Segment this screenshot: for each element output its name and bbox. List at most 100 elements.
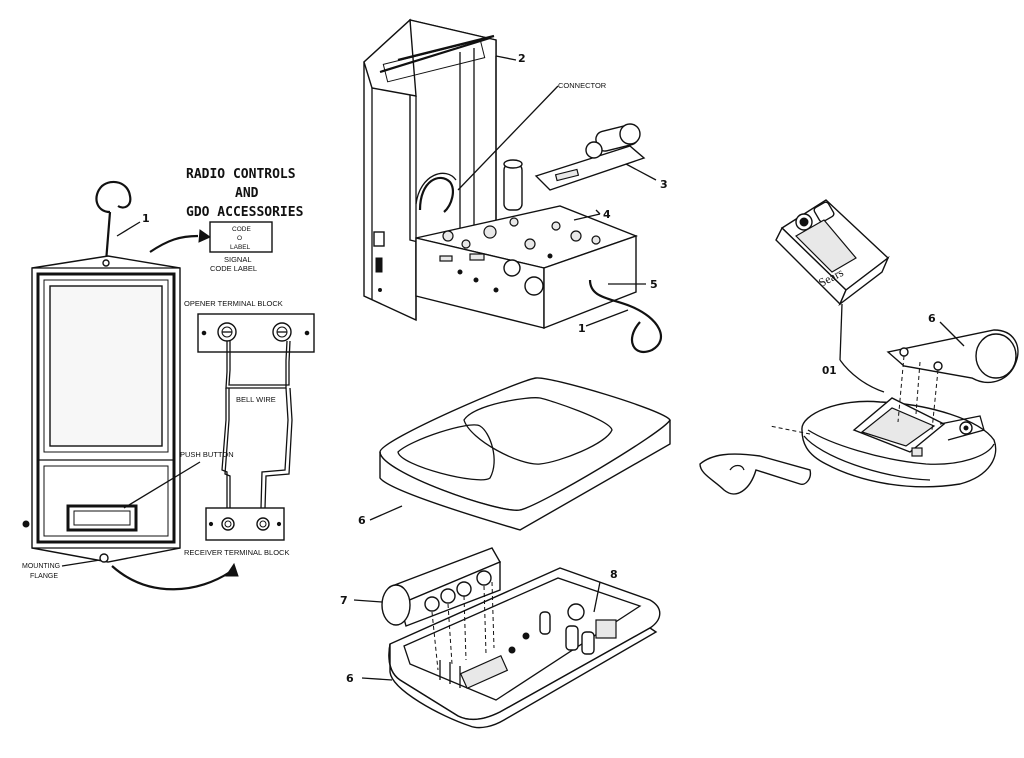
button-icon[interactable]: [476, 570, 492, 586]
rivet-icon: [304, 330, 310, 336]
callout-4: 4: [603, 208, 611, 221]
case-lip: [379, 36, 491, 74]
base-components: [439, 603, 617, 690]
component-icon: [469, 253, 485, 261]
callout-7: 7: [340, 594, 348, 607]
push-button-label: PUSH BUTTON: [180, 450, 234, 459]
callout-4-leader-2: [573, 213, 601, 221]
component-icon: [547, 253, 553, 259]
case-slot: [382, 39, 486, 83]
remote-transmitter: 6: [699, 312, 1019, 495]
switch-bank: [459, 654, 509, 690]
callout-8-leader: [593, 581, 601, 613]
opener-block-body: [197, 313, 315, 353]
button-icon[interactable]: [424, 596, 440, 612]
flange-arrow: [111, 565, 231, 591]
rivet-icon: [378, 288, 382, 292]
component-icon: [483, 225, 497, 239]
callout-01-leader-2: [839, 359, 885, 393]
component-icon: [457, 269, 463, 275]
component-icon: [439, 255, 453, 262]
callout-6-right: 6: [928, 312, 936, 325]
callout-1-center-leader: [585, 309, 629, 327]
callout-6-right-leader: [939, 321, 965, 347]
callout-1-center: 1: [578, 322, 586, 335]
callout-8: 8: [610, 568, 618, 581]
housing-outer-frame: [36, 272, 176, 544]
housing-lower-panel: [43, 465, 169, 537]
base-inner: [403, 577, 642, 701]
rivet-icon: [201, 330, 207, 336]
component-icon: [524, 238, 536, 250]
battery-assembly: Sears 01: [775, 199, 890, 393]
transmitter-lid: 6: [358, 377, 671, 531]
push-button[interactable]: [66, 504, 138, 532]
top-screw-icon: [102, 259, 110, 267]
component-icon: [595, 619, 617, 639]
callout-01: 01: [822, 365, 837, 377]
battery-door: [699, 453, 812, 495]
battery-label-band: [795, 219, 857, 273]
opener-terminal-label: OPENER TERMINAL BLOCK: [184, 299, 283, 308]
callout-6-bottom-leader: [361, 677, 393, 681]
bell-wire-lower-4: [224, 388, 231, 508]
battery-side: [838, 255, 890, 307]
component-icon: [503, 259, 521, 277]
title-line-2: AND: [235, 186, 259, 201]
push-button-leader: [123, 461, 201, 509]
housing-window: [49, 285, 163, 447]
clip-guides: [897, 355, 939, 431]
flange-arrow-head-icon: [225, 562, 239, 577]
circuit-components: [439, 217, 601, 296]
terminal-screw-icon: [256, 517, 270, 531]
component-icon: [570, 230, 582, 242]
terminal-screw-inner-icon: [259, 520, 267, 528]
code-label-top: CODE: [232, 226, 251, 233]
component-icon: [493, 287, 499, 293]
code-label-group: CODE O LABEL SIGNAL CODE LABEL: [209, 221, 273, 273]
bell-wire: BELL WIRE: [221, 340, 293, 509]
remote-lower-seam: [803, 435, 931, 481]
remote-seam: [807, 429, 995, 465]
housing-upper-panel: [43, 279, 169, 453]
rivet-icon: [208, 521, 214, 527]
arrow-to-label: [149, 234, 199, 253]
case-sticker: [373, 231, 385, 247]
terminal-screw-icon: [221, 517, 235, 531]
title-line-3: GDO ACCESSORIES: [186, 205, 304, 220]
component-icon: [473, 277, 479, 283]
callout-2-leader: [495, 55, 517, 61]
component-icon: [522, 632, 530, 640]
button-icon[interactable]: [456, 581, 472, 597]
receiver-unit: 2 CONNECTOR: [363, 18, 668, 353]
callout-7-leader: [353, 599, 383, 603]
component-icon: [565, 625, 579, 651]
battery-terminal-inner-icon: [799, 217, 809, 227]
component-icon: [581, 631, 595, 655]
component-icon: [591, 235, 601, 245]
push-button-face: [73, 510, 131, 526]
bell-wire-lower-3: [221, 388, 228, 508]
rivet-icon: [276, 521, 282, 527]
callout-01-leader: [839, 303, 843, 361]
connector-label: CONNECTOR: [558, 81, 607, 90]
compartment-inner: [860, 407, 936, 447]
relay-end-cap: [585, 141, 603, 159]
capacitor-top: [503, 159, 523, 169]
code-label-caption: CODE LABEL: [210, 264, 257, 273]
battery-terminal-icon: [813, 201, 835, 223]
bell-wire-lower: [260, 387, 289, 509]
button-icon[interactable]: [440, 588, 456, 604]
callout-6-top: 6: [358, 514, 366, 527]
antenna-wire: [588, 279, 663, 353]
relay-end-cap: [619, 123, 641, 145]
clip-pin-icon: [899, 347, 909, 357]
hook-part-icon: [95, 180, 132, 214]
lid-pad-right: [463, 397, 613, 465]
case-switch-icon: [375, 257, 383, 273]
callout-6-top-leader: [369, 505, 403, 521]
component-icon: [524, 276, 544, 296]
connector-wire-2: [415, 172, 457, 205]
receiver-block-body: [205, 507, 285, 541]
